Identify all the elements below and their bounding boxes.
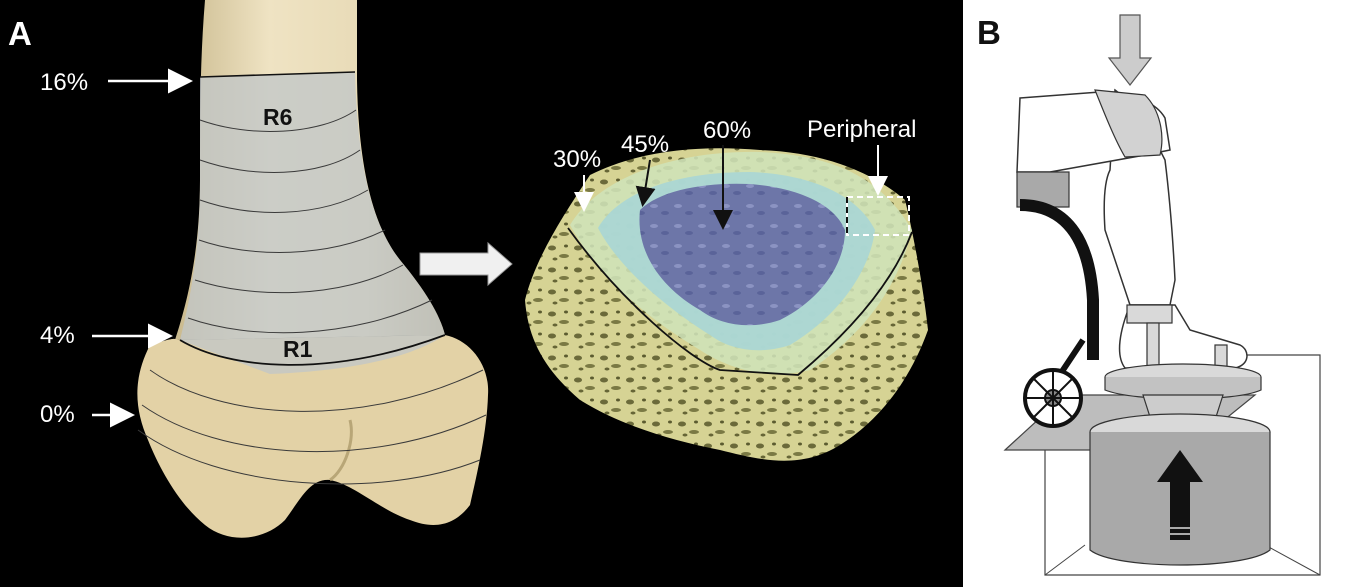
panel-a-svg: A R6 R1 [0,0,963,587]
panel-b-svg: B [965,0,1355,587]
transition-arrow [420,243,512,285]
region-label-r1: R1 [283,336,313,362]
region-label-r6: R6 [263,104,292,130]
compression-arrow-down [1109,15,1151,85]
support-frame [1020,205,1093,360]
ankle-strap [1127,305,1172,323]
slice-label-60: 60% [703,117,751,144]
panel-a-letter: A [8,15,32,52]
slice-label-45: 45% [621,131,669,158]
panel-a-bone-illustration: A R6 R1 [0,0,963,587]
panel-b-letter: B [977,14,1001,51]
analysis-region-gray [180,72,445,374]
level-label-4: 4% [40,322,75,349]
wheel-spokes [1025,370,1081,426]
level-label-16: 16% [40,69,88,96]
cross-section-slice [525,148,928,460]
slice-label-30: 30% [553,146,601,173]
level-label-0: 0% [40,401,75,428]
slice-label-peripheral: Peripheral [807,116,916,143]
panel-b-device-illustration: B [965,0,1355,587]
